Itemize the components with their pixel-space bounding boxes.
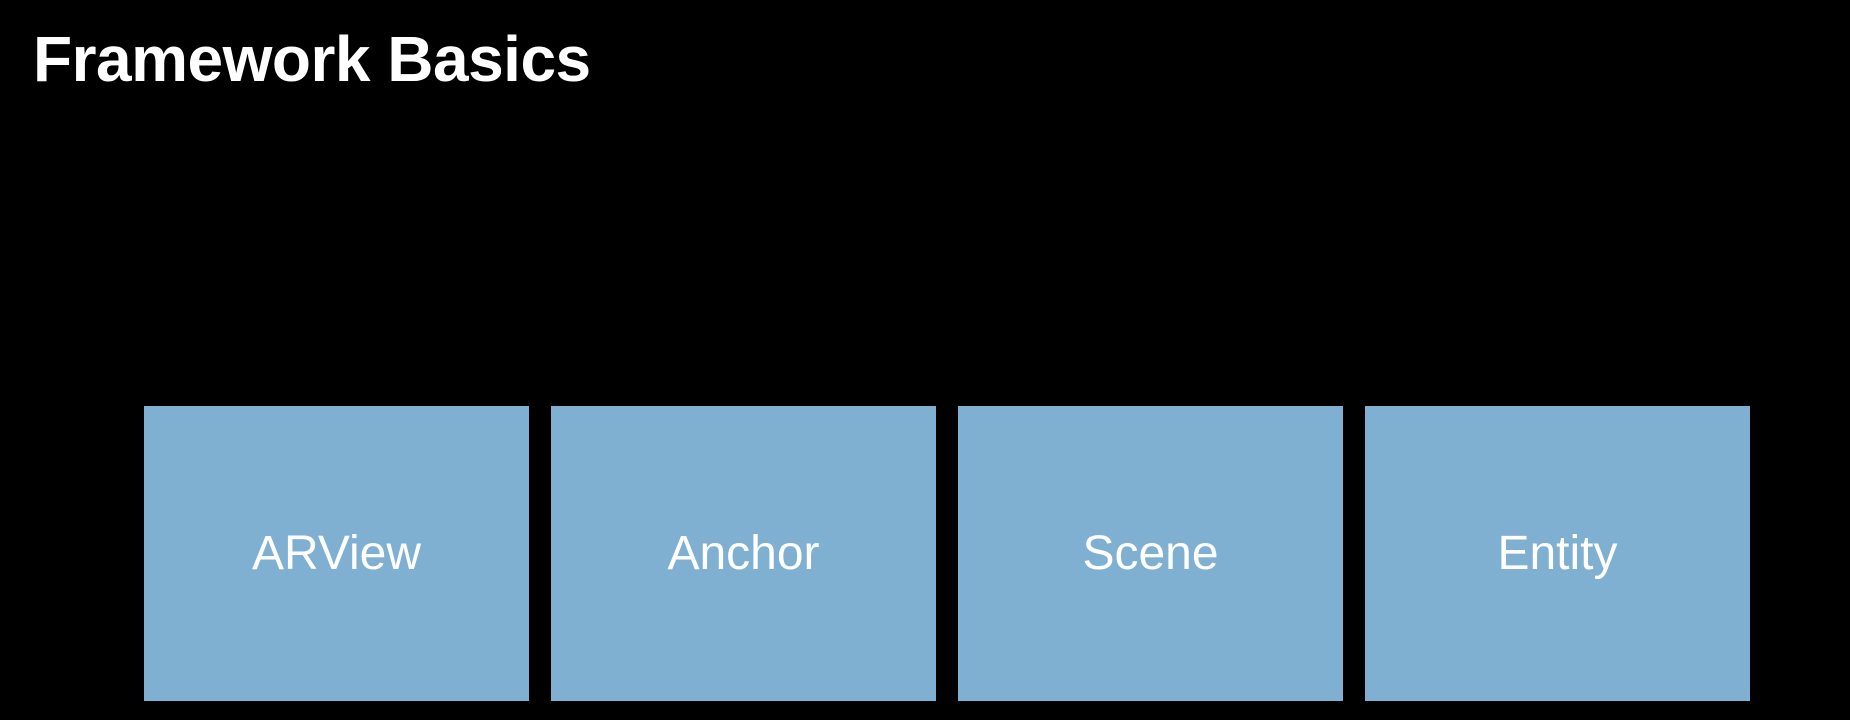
slide-title: Framework Basics <box>33 23 591 95</box>
box-label: ARView <box>252 527 421 580</box>
box-arview: ARView <box>144 406 529 701</box>
box-label: Entity <box>1497 527 1618 580</box>
box-entity: Entity <box>1365 406 1750 701</box>
box-label: Anchor <box>667 527 820 580</box>
box-anchor: Anchor <box>551 406 936 701</box>
framework-boxes-row: ARView Anchor Scene Entity <box>144 406 1750 701</box>
box-label: Scene <box>1082 527 1219 580</box>
box-scene: Scene <box>958 406 1343 701</box>
